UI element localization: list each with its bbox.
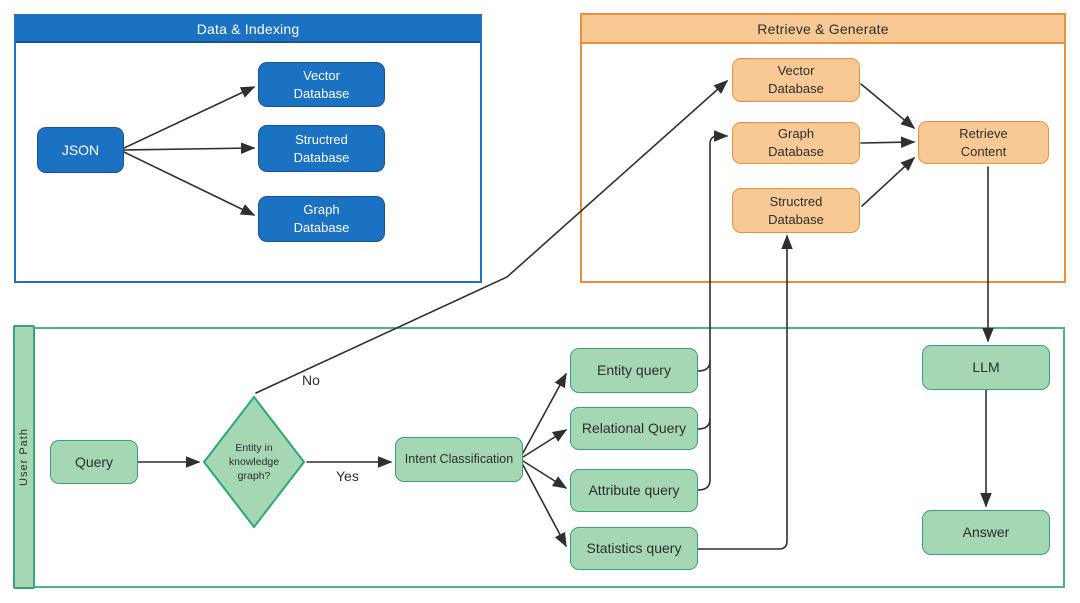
user-path-side-strip: User Path [13,325,35,589]
decision-label: Entity in knowledge graph? [228,441,280,483]
node-structured-database-retrieve: Structred Database [732,188,860,233]
node-llm: LLM [922,345,1050,390]
edge-json-to-structured-db [123,142,256,154]
edge-intent-to-attribute [522,460,568,489]
edge-statistics-to-structured-db [697,234,793,550]
edge-intent-to-entity [522,372,567,454]
decision-diamond-shape [202,395,306,529]
edge-no-to-vector-db [255,80,729,394]
node-graph-database-indexing: Graph Database [258,196,385,242]
edge-label-yes: Yes [336,468,359,484]
node-json: JSON [37,127,124,173]
node-query: Query [50,440,138,484]
node-intent-classification: Intent Classification [395,437,523,482]
node-graph-database-retrieve: Graph Database [732,122,860,164]
edge-relational-query-join [697,418,711,430]
edge-entity-query-join [697,360,711,372]
node-answer: Answer [922,510,1050,555]
edge-json-to-graph-db [123,151,256,216]
edge-intent-to-statistics [522,464,567,548]
node-retrieve-content: Retrieve Content [918,121,1049,164]
node-vector-database-indexing: Vector Database [258,62,385,107]
edge-queries-to-graph-db [697,130,729,491]
node-decision-entity-in-knowledge-graph: Entity in knowledge graph? [202,395,306,529]
section-title-data-indexing: Data & Indexing [16,16,480,43]
edge-json-to-vector-db [123,86,256,149]
edge-structured-db-to-retrieve [861,157,916,207]
node-statistics-query: Statistics query [570,527,698,570]
edge-vector-db-to-retrieve [860,83,916,129]
section-title-retrieve-generate: Retrieve & Generate [582,15,1064,44]
node-attribute-query: Attribute query [570,469,698,512]
edge-label-no: No [302,372,320,388]
node-entity-query: Entity query [570,348,698,393]
node-relational-query: Relational Query [570,407,698,450]
node-structured-database-indexing: Structred Database [258,125,385,172]
edge-graph-db-to-retrieve [860,136,916,149]
edge-intent-to-relational [522,429,568,458]
node-vector-database-retrieve: Vector Database [732,58,860,102]
